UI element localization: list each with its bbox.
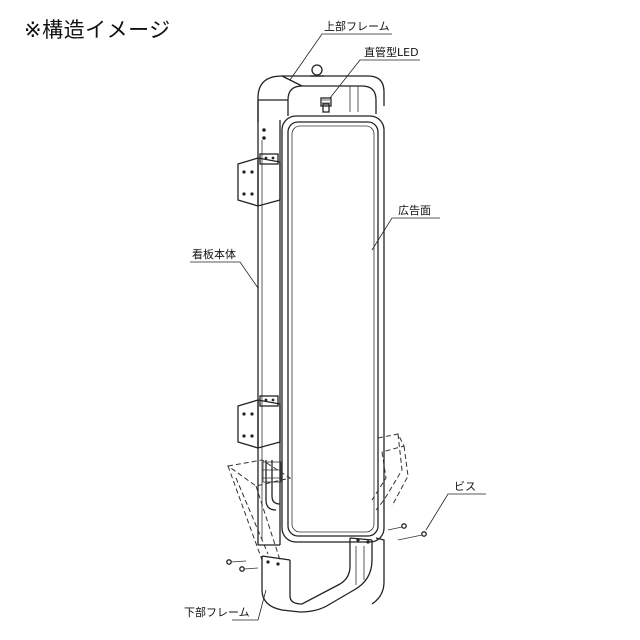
label-upper-frame: 上部フレーム	[324, 20, 390, 33]
leader-body	[190, 261, 259, 289]
diagram-title: ※構造イメージ	[24, 18, 171, 42]
leader-screw	[425, 493, 486, 531]
screw-icon	[226, 559, 247, 565]
signboard-body	[257, 100, 282, 546]
leader-lower-frame	[232, 589, 267, 621]
leader-led-tube	[329, 59, 420, 99]
hanging-eye-icon	[311, 64, 323, 76]
upper-bracket	[237, 153, 281, 207]
screws	[226, 523, 427, 572]
label-body: 看板本体	[192, 248, 236, 261]
screw-icon	[387, 523, 407, 531]
upper-frame	[257, 64, 385, 140]
leader-upper-frame	[289, 33, 392, 81]
leader-lines	[190, 33, 486, 621]
led-tube	[320, 97, 332, 113]
label-screw: ビス	[454, 480, 476, 493]
leader-ad-face	[371, 217, 440, 251]
screw-icon	[397, 531, 427, 541]
lower-frame	[261, 537, 385, 613]
screw-icon	[239, 566, 259, 572]
lower-bracket	[237, 395, 281, 449]
label-led-tube: 直管型LED	[364, 46, 419, 59]
ad-face-panel	[281, 115, 385, 543]
label-lower-frame: 下部フレーム	[184, 606, 250, 619]
assembly-guides	[226, 433, 409, 561]
label-ad-face: 広告面	[398, 204, 431, 217]
